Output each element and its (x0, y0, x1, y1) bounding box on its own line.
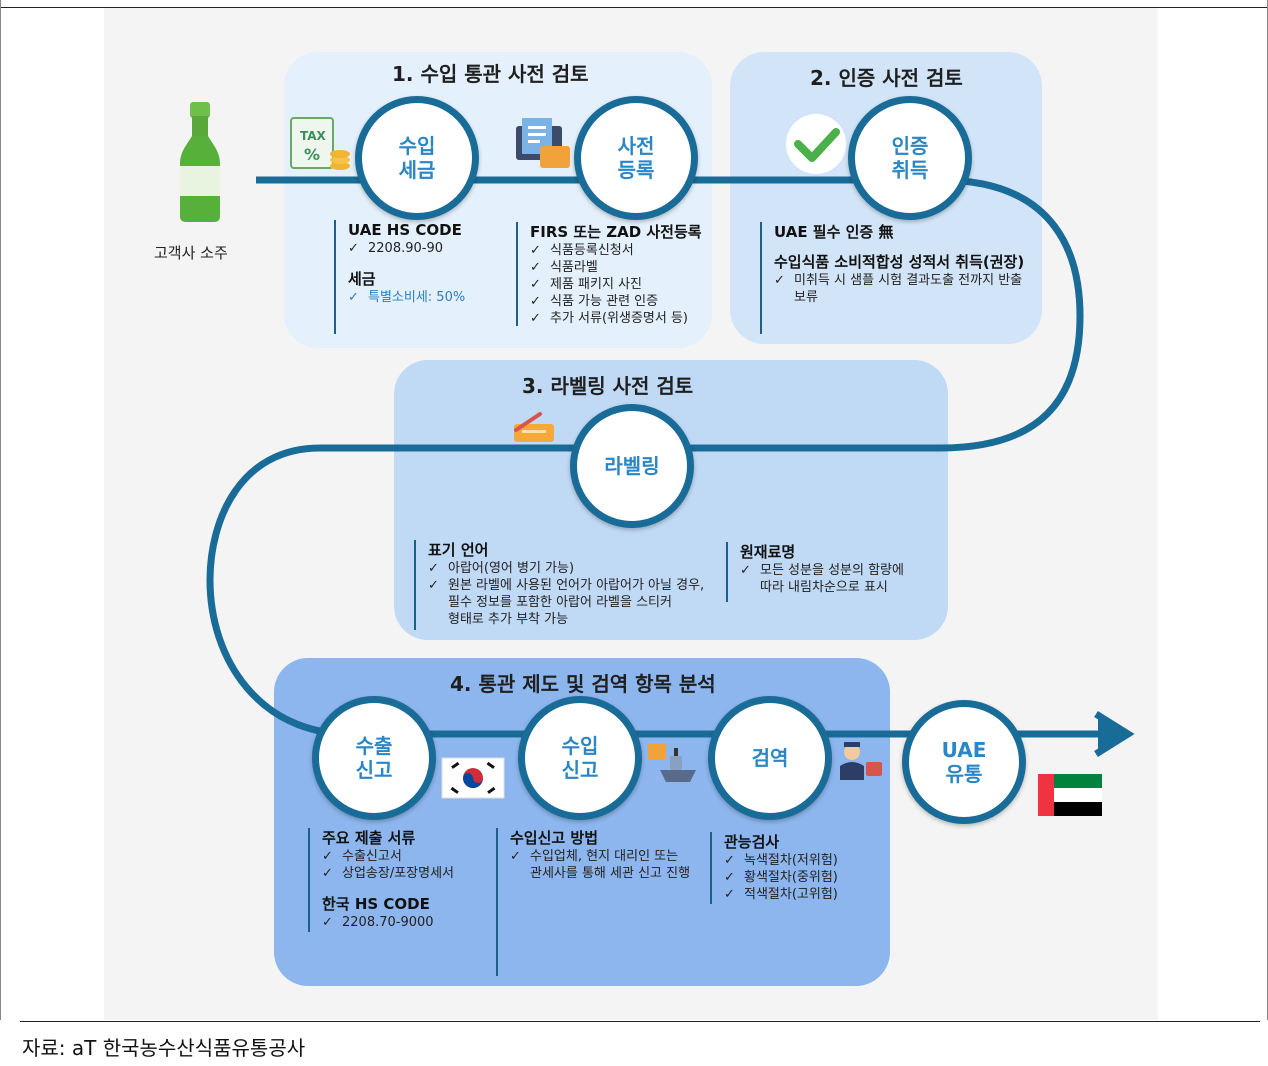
uae-distribution-circle: UAE 유통 (902, 700, 1026, 824)
list-item: ✓2208.70-9000 (322, 915, 434, 930)
stage1-hs-code-section: UAE HS CODE ✓2208.90-90 세금 ✓특별소비세: 50% (334, 220, 465, 334)
import-tax-circle: 수입 세금 (355, 96, 479, 220)
list-item: ✓2208.90-90 (348, 241, 443, 256)
uae-distribution-label: UAE 유통 (941, 738, 987, 786)
left-border (0, 0, 1, 1020)
list-item: ✓상업송장/포장명세서 (322, 866, 455, 881)
sensory-inspection-title: 관능검사 (724, 833, 780, 851)
export-declaration-circle: 수출 신고 (312, 696, 436, 820)
pre-registration-circle: 사전 등록 (574, 96, 698, 220)
labeling-label: 라벨링 (604, 454, 660, 478)
uae-hs-code-title: UAE HS CODE (348, 221, 462, 239)
stage4-import-method-section: 수입신고 방법 ✓수입업체, 현지 대리인 또는 관세사를 통해 세관 신고 진… (496, 828, 690, 976)
uae-required-cert-title: UAE 필수 인증 無 (774, 223, 894, 241)
list-item: ✓특별소비세: 50% (348, 290, 466, 305)
firs-zad-title: FIRS 또는 ZAD 사전등록 (530, 223, 702, 241)
list-item: ✓제품 패키지 사진 (530, 277, 642, 292)
bottom-rule (20, 1021, 1260, 1022)
stage3-ingredients-section: 원재료명 ✓모든 성분을 성분의 함량에 따라 내림차순으로 표시 (726, 542, 904, 602)
stage1-registration-section: FIRS 또는 ZAD 사전등록 ✓식품등록신청서 ✓식품라벨 ✓제품 패키지 … (516, 222, 702, 326)
labeling-circle: 라벨링 (570, 404, 694, 528)
inspector-icon (840, 742, 882, 780)
stage4-title: 4. 통관 제도 및 검역 항목 분석 (450, 672, 716, 696)
list-item-cont: 관세사를 통해 세관 신고 진행 (530, 866, 691, 881)
import-tax-label: 수입 세금 (398, 134, 436, 182)
list-item: ✓황색절차(중위험) (724, 870, 838, 885)
list-item-cont: 따라 내림차순으로 표시 (760, 580, 888, 595)
stage4-sensory-section: 관능검사 ✓녹색절차(저위험) ✓황색절차(중위험) ✓적색절차(고위험) (710, 832, 838, 904)
ingredients-title: 원재료명 (740, 543, 796, 561)
list-item: ✓모든 성분을 성분의 함량에 (740, 563, 904, 578)
label-tag-icon (514, 412, 554, 442)
checkmark-icon (786, 114, 846, 174)
list-item: ✓식품 가능 관련 인증 (530, 294, 659, 309)
list-item: ✓아랍어(영어 병기 가능) (428, 561, 575, 576)
list-item: ✓식품라벨 (530, 260, 598, 275)
quarantine-label: 검역 (751, 746, 789, 770)
list-item: ✓추가 서류(위생증명서 등) (530, 311, 689, 326)
uae-flag-icon (1038, 774, 1102, 816)
import-declaration-circle: 수입 신고 (518, 696, 642, 820)
stage2-title: 2. 인증 사전 검토 (810, 66, 963, 90)
list-item: ✓미취득 시 샘플 시험 결과도출 전까지 반출 (774, 273, 1023, 288)
list-item: ✓수입업체, 현지 대리인 또는 (510, 849, 679, 864)
source-note: 자료: aT 한국농수산식품유통공사 (22, 1036, 306, 1060)
certification-circle: 인증 취득 (848, 96, 972, 220)
import-declaration-label: 수입 신고 (561, 734, 599, 782)
tax-document-icon: TAX % (290, 117, 350, 170)
list-item: ✓수출신고서 (322, 849, 402, 864)
stage2-cert-section: UAE 필수 인증 無 수입식품 소비적합성 성적서 취득(권장) ✓미취득 시… (760, 222, 1024, 334)
list-item: ✓원본 라벨에 사용된 언어가 아랍어가 아닐 경우, (428, 578, 705, 593)
list-item-cont: 형태로 추가 부착 가능 (448, 612, 569, 627)
pre-registration-label: 사전 등록 (617, 134, 655, 182)
list-item-cont: 보류 (794, 290, 818, 305)
korea-hs-code-title: 한국 HS CODE (322, 895, 430, 913)
export-declaration-label: 수출 신고 (355, 734, 393, 782)
product-label: 고객사 소주 (154, 244, 228, 262)
svg-text:TAX: TAX (300, 129, 327, 143)
list-item-cont: 필수 정보를 포함한 아랍어 라벨을 스티커 (448, 595, 672, 610)
conformity-report-title: 수입식품 소비적합성 성적서 취득(권장) (774, 253, 1025, 271)
svg-text:%: % (304, 145, 320, 164)
import-method-title: 수입신고 방법 (510, 829, 599, 847)
stage4-documents-section: 주요 제출 서류 ✓수출신고서 ✓상업송장/포장명세서 한국 HS CODE ✓… (308, 828, 454, 932)
list-item: ✓녹색절차(저위험) (724, 853, 838, 868)
list-item: ✓식품등록신청서 (530, 243, 634, 258)
soju-bottle-icon (180, 102, 220, 222)
stage1-title: 1. 수입 통관 사전 검토 (392, 62, 589, 86)
stage3-title: 3. 라벨링 사전 검토 (522, 374, 694, 398)
cargo-ship-icon (648, 744, 696, 782)
registration-form-icon (516, 118, 570, 168)
label-language-title: 표기 언어 (428, 541, 489, 559)
certification-label: 인증 취득 (891, 134, 929, 182)
export-documents-title: 주요 제출 서류 (322, 829, 416, 847)
list-item: ✓적색절차(고위험) (724, 887, 838, 902)
quarantine-circle: 검역 (708, 696, 832, 820)
top-rule (0, 7, 1268, 8)
stage3-language-section: 표기 언어 ✓아랍어(영어 병기 가능) ✓원본 라벨에 사용된 언어가 아랍어… (414, 540, 704, 630)
korea-flag-icon (441, 757, 505, 799)
tax-title: 세금 (348, 270, 376, 288)
